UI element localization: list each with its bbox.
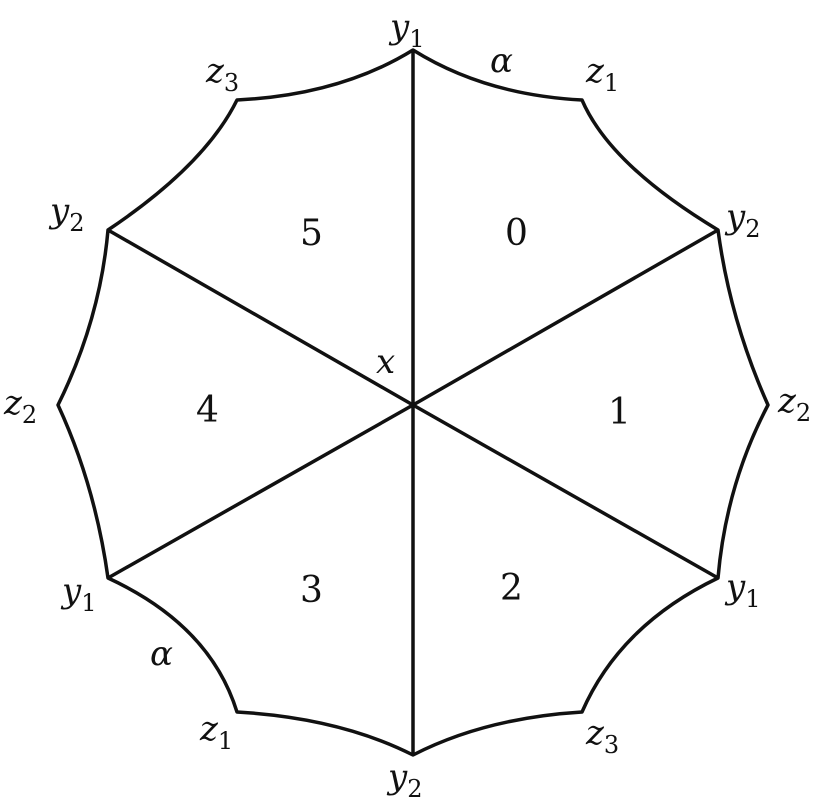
sector-label: 0 — [505, 213, 528, 254]
vertex-label: y1 — [724, 567, 761, 613]
vertex-labels: y1 z1 y2 z2 y1 z3 y2 z1 y1 z2 y2 z3 — [3, 7, 811, 803]
vertex-label: z3 — [205, 51, 239, 97]
edge-label-alpha: α — [150, 634, 173, 674]
vertex-label: y2 — [386, 757, 423, 803]
spokes — [107, 50, 719, 755]
sector-label: 3 — [300, 570, 323, 611]
sector-label: 5 — [300, 213, 323, 254]
edge-labels: α α — [150, 41, 513, 674]
vertex-label: z1 — [585, 51, 619, 97]
sector-labels: 0 1 2 3 4 5 — [196, 213, 631, 611]
vertex-label: y2 — [724, 197, 761, 243]
vertex-label: z3 — [585, 713, 619, 759]
spoke-upper-left — [107, 228, 414, 407]
sector-label: 2 — [500, 568, 523, 609]
sector-label: 1 — [608, 392, 631, 433]
vertex-label: y2 — [48, 191, 85, 237]
sector-label: 4 — [196, 390, 219, 431]
spoke-lower-left — [107, 403, 414, 580]
vertex-label: z1 — [199, 709, 233, 755]
vertex-label: y1 — [60, 571, 97, 617]
center-label: x — [376, 342, 395, 382]
edge-label-alpha: α — [490, 41, 513, 81]
vertex-label: z2 — [3, 383, 37, 429]
spoke-lower-right — [412, 403, 719, 580]
spoke-upper-right — [412, 228, 719, 407]
vertex-label: y1 — [388, 7, 425, 53]
vertex-label: z2 — [777, 381, 811, 427]
